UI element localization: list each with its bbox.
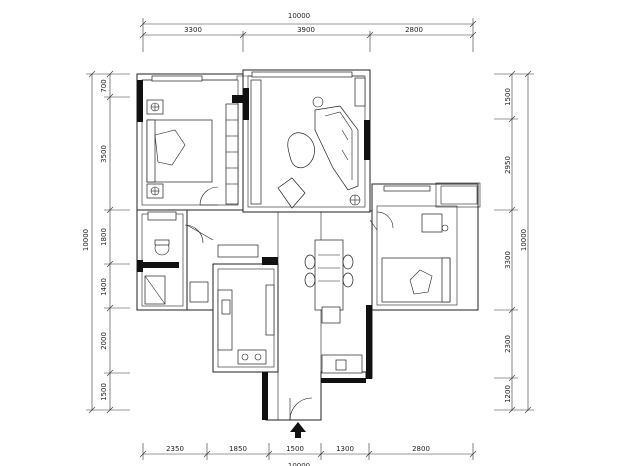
- right-dimension-2: 2950: [504, 156, 512, 174]
- bottom-total-dimension: 10000: [288, 462, 310, 466]
- bathroom: [144, 211, 209, 305]
- counter: [217, 289, 233, 351]
- left-dimension-1: 700: [100, 79, 108, 92]
- left-dimension-6: 1500: [100, 383, 108, 401]
- right-dimension-4: 2300: [504, 335, 512, 353]
- lamp-icon: [312, 96, 324, 108]
- master-bedroom: [146, 75, 239, 206]
- living-room: [250, 71, 366, 209]
- left-dimension-2: 3500: [100, 145, 108, 163]
- washbasin: [189, 281, 209, 303]
- top-dimension-chain: 10000 3300 3900 2800: [139, 12, 477, 52]
- right-dimension-chain: 1500 2950 3300 2300 1200 10000: [494, 70, 534, 414]
- window-sill: [151, 75, 203, 82]
- bottom-dimension-2: 1850: [229, 445, 247, 453]
- coffee-table: [287, 132, 315, 168]
- right-dimension-5: 1200: [504, 385, 512, 403]
- armchair: [277, 177, 306, 209]
- desk: [421, 213, 443, 233]
- left-dimension-4: 1400: [100, 278, 108, 296]
- left-dimension-5: 2000: [100, 332, 108, 350]
- bottom-dimension-4: 1300: [336, 445, 354, 453]
- dining-chair: [304, 272, 316, 288]
- second-bedroom: [376, 185, 451, 303]
- right-total-dimension: 10000: [520, 229, 528, 251]
- right-dimension-3: 3300: [504, 251, 512, 269]
- top-total-dimension: 10000: [288, 12, 310, 20]
- kitchen: [217, 244, 275, 365]
- dining-chair: [342, 272, 354, 288]
- bed-headboard: [146, 119, 156, 183]
- solid-walls: [137, 80, 372, 420]
- tv-cabinet: [250, 79, 262, 205]
- bottom-dimension-3: 1500: [286, 445, 304, 453]
- entrance: [289, 397, 313, 438]
- left-total-dimension: 10000: [82, 229, 90, 251]
- dining-chair: [304, 254, 316, 270]
- right-dimension-1: 1500: [504, 88, 512, 106]
- lamp-icon: [441, 224, 449, 232]
- window-sill: [251, 71, 353, 78]
- window-sill: [383, 185, 431, 192]
- top-dimension-2: 3900: [297, 26, 315, 34]
- top-dimension-3: 2800: [405, 26, 423, 34]
- sideboard: [321, 306, 341, 324]
- dining-table: [314, 239, 344, 311]
- entrance-arrow-icon: [290, 422, 306, 438]
- dining-area: [304, 239, 363, 374]
- sink: [221, 299, 231, 315]
- left-dimension-chain: 10000 700 3500 1800 1400 2000 1500: [82, 70, 130, 414]
- bed: [146, 119, 213, 183]
- stove: [237, 349, 267, 365]
- bottom-dimension-5: 2800: [412, 445, 430, 453]
- left-dimension-3: 1800: [100, 228, 108, 246]
- bed-headboard: [441, 257, 451, 303]
- dining-chair: [342, 254, 354, 270]
- bottom-dimension-chain: 2350 1850 1500 1300 2800 10000: [139, 443, 477, 466]
- bottom-dimension-1: 2350: [166, 445, 184, 453]
- bed: [381, 257, 451, 303]
- top-dimension-1: 3300: [184, 26, 202, 34]
- counter: [217, 244, 259, 258]
- sofa: [314, 105, 359, 191]
- wardrobe: [225, 103, 239, 205]
